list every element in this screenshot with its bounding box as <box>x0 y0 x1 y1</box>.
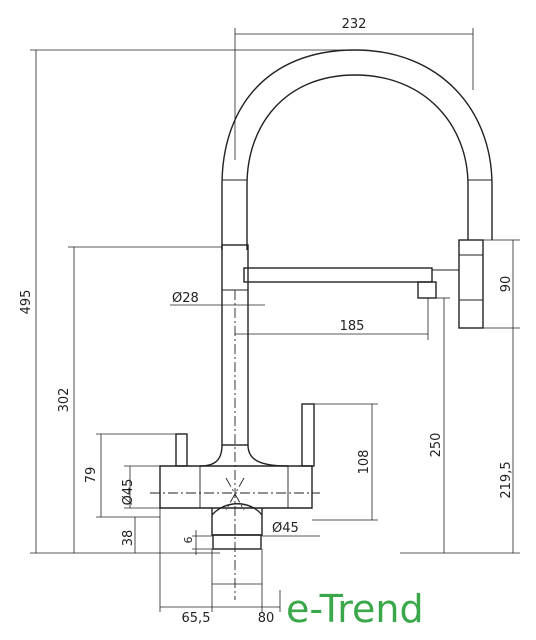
dim-250-label: 250 <box>429 433 444 458</box>
dim-655-label: 65,5 <box>182 611 211 626</box>
dim-79-label: 79 <box>84 467 99 484</box>
handle-right <box>301 403 315 467</box>
brand-logo: e-Trend <box>286 587 424 631</box>
dim-185-label: 185 <box>340 319 365 334</box>
faucet-base <box>211 508 263 536</box>
spray-head <box>458 239 484 329</box>
dim-38-label: 38 <box>121 530 136 547</box>
dim-108-label: 108 <box>357 450 372 475</box>
outlet <box>417 281 437 299</box>
dim-302-label: 302 <box>57 388 72 413</box>
dim-d45-left-label: Ø45 <box>121 479 136 506</box>
spout-arc-outer <box>221 49 493 250</box>
handle-left <box>175 433 188 467</box>
spout-arm <box>243 267 433 283</box>
dim-495-label: 495 <box>19 290 34 315</box>
dim-90-label: 90 <box>499 276 514 293</box>
dim-d28-label: Ø28 <box>172 291 199 306</box>
base-curve <box>211 503 263 516</box>
dim-232-label: 232 <box>342 17 367 32</box>
body-neck <box>199 444 289 467</box>
spout-arc-inner <box>246 74 469 250</box>
dim-2195-label: 219,5 <box>499 461 514 498</box>
dim-6-label: 6 <box>182 537 195 544</box>
dim-d45-bottom-label: Ø45 <box>272 521 299 536</box>
centerline-cross-2 <box>225 477 245 511</box>
base-shank <box>212 534 262 550</box>
spout-column <box>221 244 249 446</box>
faucet-body <box>159 465 313 509</box>
dim-80-label: 80 <box>258 611 275 626</box>
